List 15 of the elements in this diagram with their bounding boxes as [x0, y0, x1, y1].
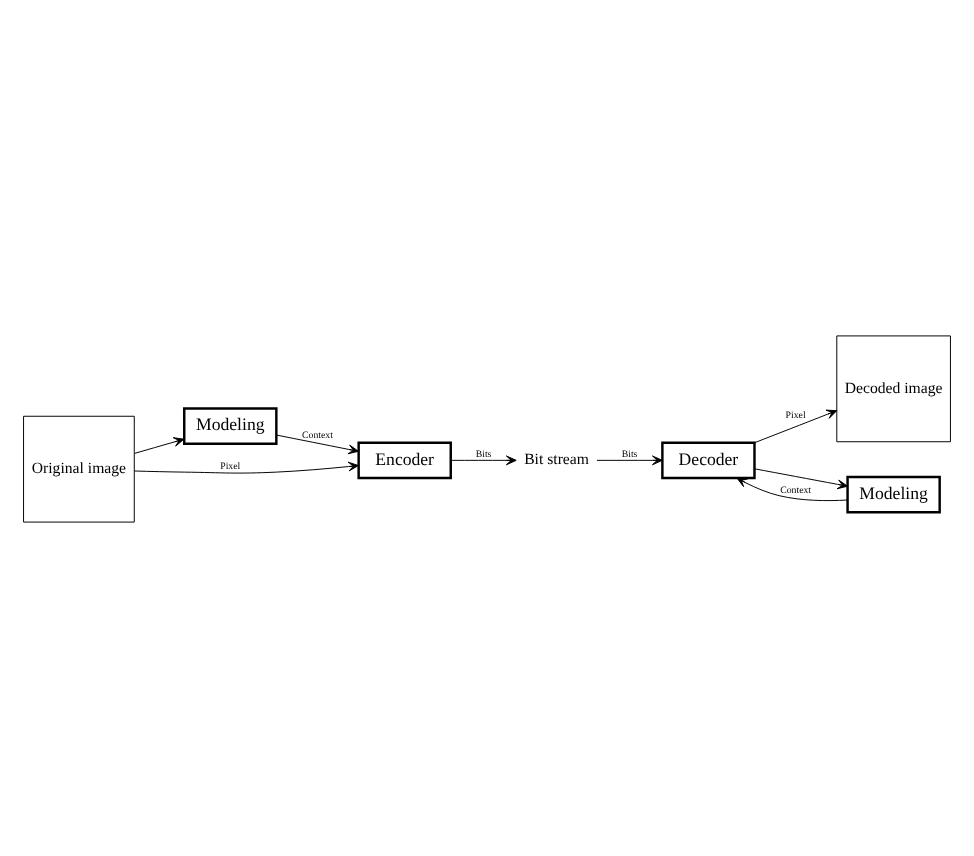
arrow: [736, 476, 849, 501]
arrow: [754, 408, 838, 443]
node-box: Decoder: [661, 440, 756, 479]
node-box: Modeling: [846, 474, 941, 513]
arrow: [754, 467, 849, 489]
node-box: Encoder: [357, 440, 452, 479]
node-box: Original image: [23, 414, 135, 522]
arrow: [134, 436, 185, 453]
arrow: [596, 454, 663, 465]
node-box: Decoded image: [836, 334, 951, 442]
arrow: [450, 454, 517, 465]
arrow: [276, 433, 359, 454]
node-box: Modeling: [183, 406, 278, 444]
node-text: Bit stream: [524, 449, 589, 468]
arrow: [133, 460, 359, 473]
